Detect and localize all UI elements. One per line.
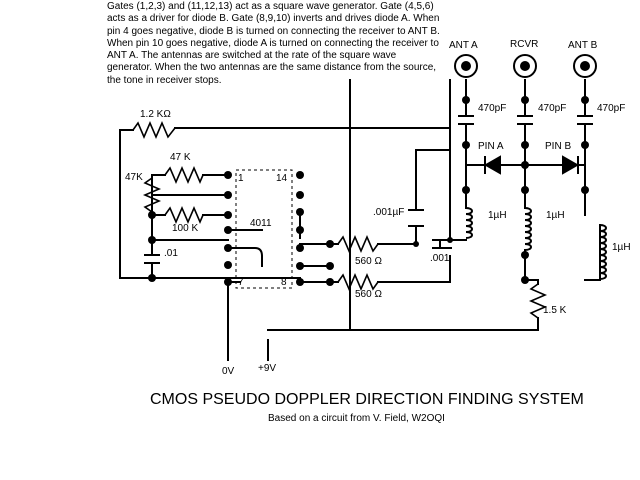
- r-560-top: [337, 234, 379, 254]
- resistors: [132, 120, 548, 319]
- ind-a-coil: [465, 207, 473, 239]
- ic-label: 4011: [250, 218, 272, 229]
- diodes: [483, 155, 580, 175]
- pin-b-diode: [562, 155, 580, 175]
- antenna-connectors: [454, 54, 597, 78]
- pin-a-label: PIN A: [478, 141, 504, 152]
- r-1k2-label: 1.2 KΩ: [140, 109, 171, 120]
- rcvr-label: RCVR: [510, 39, 539, 50]
- vcc-label: +9V: [258, 363, 277, 374]
- r-560-bot-label: 560 Ω: [355, 289, 382, 300]
- r-47k-top-label: 47 K: [170, 152, 191, 163]
- r-1k5-label: 1.5 K: [543, 305, 567, 316]
- r-1k2: [132, 120, 176, 140]
- ground-label: 0V: [222, 366, 235, 377]
- ic-pin-1: 1: [238, 173, 244, 184]
- cap-001u-label: .001µF: [373, 207, 405, 218]
- cap-01-label: .01: [164, 248, 178, 259]
- ic-4011: [235, 169, 293, 289]
- ant-b-label: ANT B: [568, 40, 598, 51]
- diagram-title: CMOS PSEUDO DOPPLER DIRECTION FINDING SY…: [150, 391, 584, 408]
- pin-a-diode: [483, 155, 501, 175]
- ic-pin-14: 14: [276, 173, 288, 184]
- ic-pin-7: 7: [238, 277, 244, 288]
- cap-470-b-label: 470pF: [597, 103, 626, 114]
- r-560-bot: [337, 272, 379, 292]
- pin-b-label: PIN B: [545, 141, 572, 152]
- r-100k-label: 100 K: [172, 223, 199, 234]
- ind-r-coil: [524, 207, 532, 251]
- diagram-subtitle: Based on a circuit from V. Field, W2OQI: [268, 413, 445, 424]
- r-100k: [164, 205, 204, 225]
- ind-a-label: 1µH: [488, 210, 507, 221]
- r-47k-top: [164, 165, 204, 185]
- ind-b-label: 1µH: [612, 242, 631, 253]
- junction-dots: [148, 96, 589, 286]
- ind-r-label: 1µH: [546, 210, 565, 221]
- r-1k5: [528, 283, 548, 319]
- cap-001-label: .001: [430, 253, 450, 264]
- inductors: [465, 207, 607, 280]
- ind-b-coil: [599, 224, 607, 280]
- r-47k-left: [142, 177, 162, 213]
- ic-pin-8: 8: [281, 277, 287, 288]
- cap-470-r-label: 470pF: [538, 103, 567, 114]
- r-47k-left-label: 47K: [125, 172, 143, 183]
- ant-a-label: ANT A: [449, 40, 478, 51]
- circuit-description: Gates (1,2,3) and (11,12,13) act as a sq…: [107, 1, 440, 86]
- r-560-top-label: 560 Ω: [355, 256, 382, 267]
- cap-470-a-label: 470pF: [478, 103, 507, 114]
